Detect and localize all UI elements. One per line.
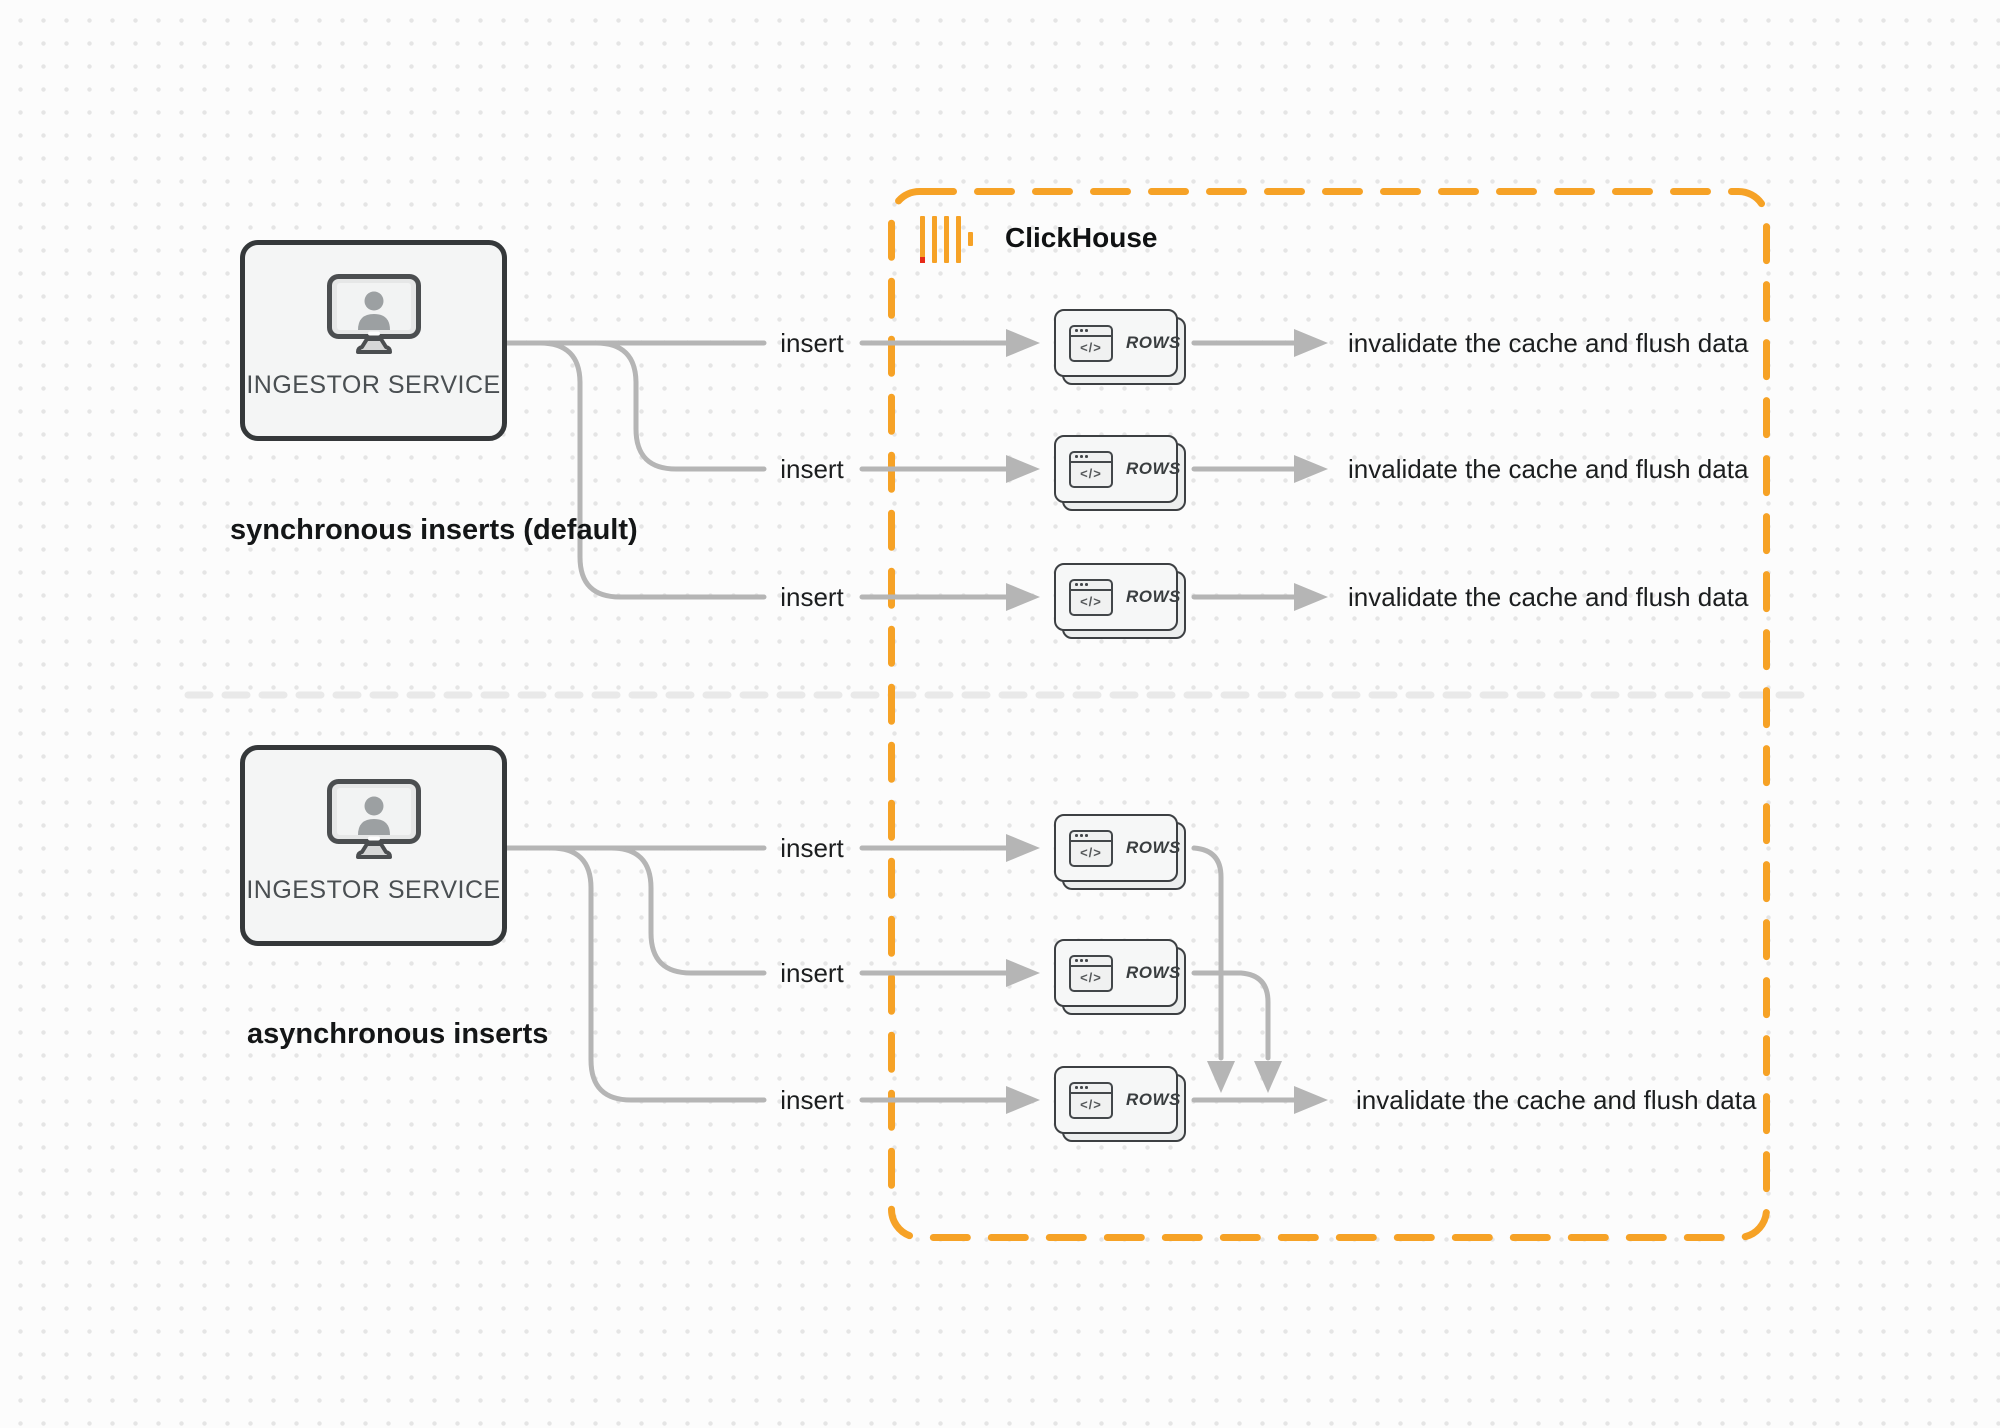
sync-insert-label-3: insert: [780, 582, 844, 612]
async-rows-card-2: </> ROWS: [1054, 939, 1181, 1007]
rows-card-label: ROWS: [1126, 333, 1181, 352]
logo-bar-short: [968, 232, 973, 246]
async-rows-card-3: </> ROWS: [1054, 1066, 1181, 1134]
code-glyph: </>: [1080, 465, 1102, 481]
rows-card-label: ROWS: [1126, 963, 1181, 982]
logo-bar-red-tip: [920, 257, 925, 263]
clickhouse-boundary: [888, 188, 1770, 1241]
sync-ingestor-service-box: INGESTOR SERVICE: [240, 240, 507, 441]
sync-connectors: [504, 340, 1297, 600]
logo-bar: [944, 216, 949, 263]
code-window-icon: </>: [1069, 1081, 1113, 1119]
code-window-icon: </>: [1069, 324, 1113, 362]
monitor-user-icon: [326, 779, 421, 859]
sync-result-label-2: invalidate the cache and flush data: [1348, 454, 1749, 484]
rows-card-label: ROWS: [1126, 459, 1181, 478]
async-ingestor-label: INGESTOR SERVICE: [246, 876, 501, 904]
code-window-icon: </>: [1069, 450, 1113, 488]
async-insert-label-1: insert: [780, 833, 844, 863]
async-connectors: [504, 845, 1297, 1103]
clickhouse-brand-name: ClickHouse: [1005, 222, 1158, 253]
code-glyph: </>: [1080, 339, 1102, 355]
async-rows-card-1: </> ROWS: [1054, 814, 1181, 882]
async-ingestor-service-box: INGESTOR SERVICE: [240, 745, 507, 946]
logo-bar: [920, 216, 925, 263]
code-window-icon: </>: [1069, 578, 1113, 616]
code-glyph: </>: [1080, 593, 1102, 609]
logo-bar: [956, 216, 961, 263]
async-caption: asynchronous inserts: [247, 1018, 549, 1050]
code-window-icon: </>: [1069, 954, 1113, 992]
sync-result-label-1: invalidate the cache and flush data: [1348, 328, 1749, 358]
logo-bar: [932, 216, 937, 263]
clickhouse-logo-icon: [920, 216, 973, 263]
sync-rows-card-3: </> ROWS: [1054, 563, 1181, 631]
sync-insert-label-1: insert: [780, 328, 844, 358]
async-insert-label-3: insert: [780, 1085, 844, 1115]
code-window-icon: </>: [1069, 829, 1113, 867]
sync-rows-card-1: </> ROWS: [1054, 309, 1181, 377]
code-glyph: </>: [1080, 969, 1102, 985]
rows-card-label: ROWS: [1126, 838, 1181, 857]
sync-arrowheads: [1006, 329, 1328, 611]
sync-rows-card-2: </> ROWS: [1054, 435, 1181, 503]
sync-insert-label-2: insert: [780, 454, 844, 484]
async-insert-label-2: insert: [780, 958, 844, 988]
code-glyph: </>: [1080, 844, 1102, 860]
code-glyph: </>: [1080, 1096, 1102, 1112]
rows-card-label: ROWS: [1126, 587, 1181, 606]
async-result-label: invalidate the cache and flush data: [1356, 1085, 1757, 1115]
rows-card-label: ROWS: [1126, 1090, 1181, 1109]
sync-caption: synchronous inserts (default): [230, 514, 638, 546]
sync-result-label-3: invalidate the cache and flush data: [1348, 582, 1749, 612]
async-arrowheads: [1006, 834, 1328, 1114]
monitor-user-icon: [326, 274, 421, 354]
sync-ingestor-label: INGESTOR SERVICE: [246, 371, 501, 399]
